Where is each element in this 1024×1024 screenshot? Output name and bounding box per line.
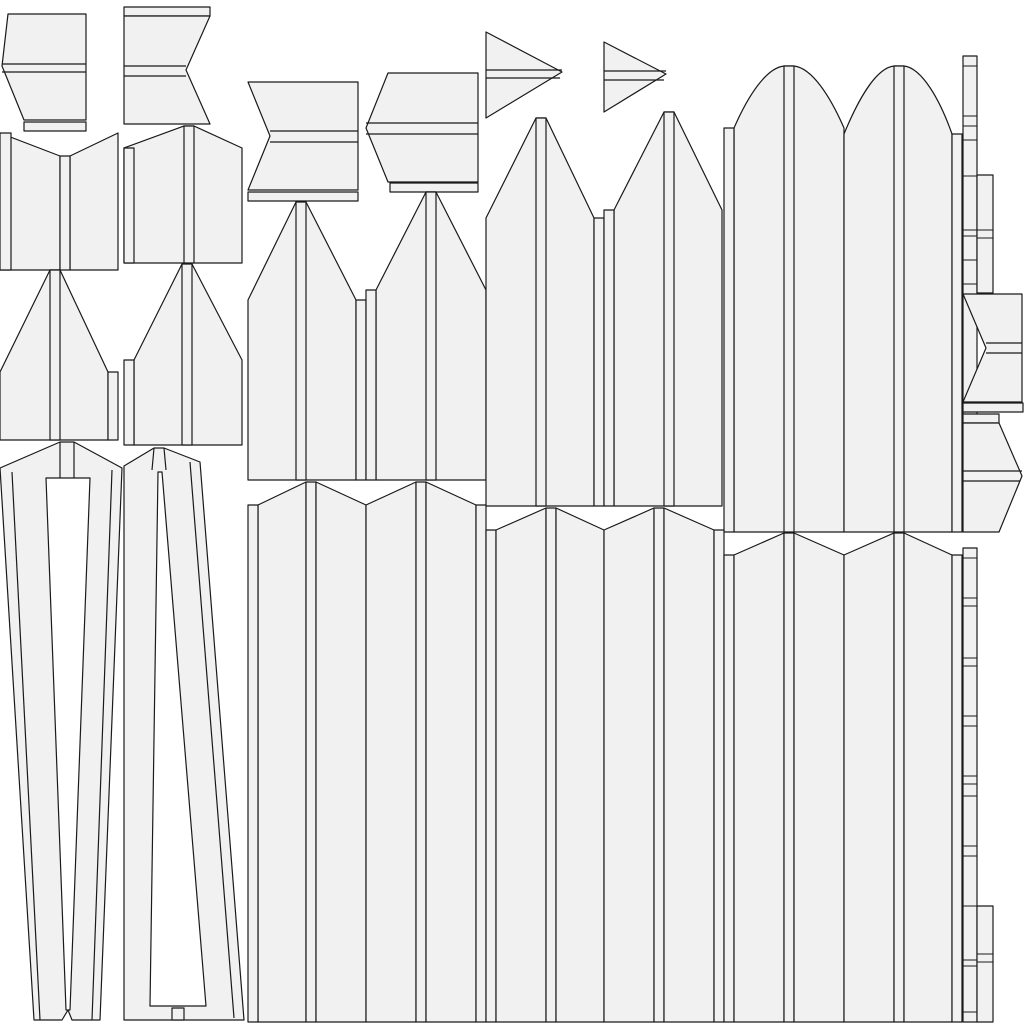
uv-island-cap-d [365,72,479,183]
uv-island-plank-e1-post [535,117,547,507]
uv-island-lower-d-left [603,507,655,1023]
uv-island-cap-a [1,13,87,121]
uv-island-lower-c-left [495,507,547,1023]
uv-island-wing-2-post [183,125,195,264]
uv-island-lower-b-edge [475,504,487,1023]
uv-island-strip-4 [976,905,994,1023]
uv-island-lower-a-left [257,481,307,1023]
uv-island-plank-e1-edge [593,217,605,507]
uv-island-strip-3 [962,547,978,1023]
uv-island-lower-c-post [545,507,557,1023]
uv-island-strip-2 [976,174,994,294]
uv-island-arch-1-post [783,65,795,533]
uv-island-lower-b-post [415,481,427,1023]
uv-island-peak-2-post [181,263,193,446]
uv-island-plank-d1-post [425,191,437,481]
uv-island-lower-c-edge [485,529,497,1023]
uv-island-plank-f1-post [663,111,675,507]
uv-island-lower-a-right [315,481,367,1023]
uv-island-cap-h [962,422,1023,533]
uv-island-lower-f-post [893,532,905,1023]
uv-island-lower-e-left [733,532,785,1023]
uv-island-wing-1b [69,132,119,271]
uv-island-arch-2-post [893,65,905,533]
uv-island-plank-c1-post [295,201,307,481]
uv-island-lower-f-edge [951,554,963,1023]
uv-island-frame-2-hole [149,471,207,1007]
uv-island-lower-d-edge [713,529,725,1023]
uv-island-lower-f-left [843,532,895,1023]
uv-island-lower-d-right [663,507,715,1023]
uv-island-cap-c-strip [247,191,359,202]
uv-island-frame-2-seam-c [163,447,167,471]
uv-island-lower-e-post [783,532,795,1023]
uv-island-cap-g [962,293,1023,403]
uv-island-peak-1-post [49,269,61,441]
uv-island-frame-2-foot [171,1007,185,1021]
uv-island-cap-b-strip [123,6,211,17]
uv-island-frame-1-hole [45,477,91,1011]
uv-island-lower-b-left [365,481,417,1023]
uv-island-lower-a-edge [247,504,259,1023]
uv-island-lower-e-edge [723,554,735,1023]
uv-island-lower-a-post [305,481,317,1023]
uv-island-wing-2 [123,125,243,264]
uv-island-lower-d-post [653,507,665,1023]
uv-island-arch-2-edge [951,133,963,533]
uv-island-wing-1-edge [0,132,12,271]
uv-island-lower-c-right [555,507,605,1023]
uv-island-plank-d1-edge [365,289,377,481]
uv-island-cap-a-strip [23,121,87,132]
uv-island-cap-c [247,81,359,191]
uv-island-frame-1-seam-b [91,469,113,1021]
uv-island-frame-2-seam-a [189,461,235,1019]
uv-island-lower-e-right [793,532,845,1023]
uv-island-lower-b-right [425,481,477,1023]
uv-island-frame-2-seam-b [151,447,155,471]
uv-island-wing-2-edge [123,147,135,264]
uv-island-tri-e [485,31,563,119]
uv-island-arch-1-edge [723,127,735,533]
uv-island-cap-h-strip [962,413,1000,424]
uv-island-lower-f-right [903,532,953,1023]
uv-island-plank-f1-edge [603,209,615,507]
uv-island-wing-1-post [59,155,71,271]
uv-island-cap-d-strip [389,182,479,193]
uv-island-peak-2-edge [123,359,135,446]
uv-island-peak-1-edge [107,371,119,441]
uv-island-tri-f [603,41,667,113]
uv-island-cap-g-strip [962,402,1024,413]
uv-island-cap-b [123,15,211,125]
uv-island-frame-1-seam-a [11,471,41,1021]
uv-island-plank-c1-edge [355,299,367,481]
